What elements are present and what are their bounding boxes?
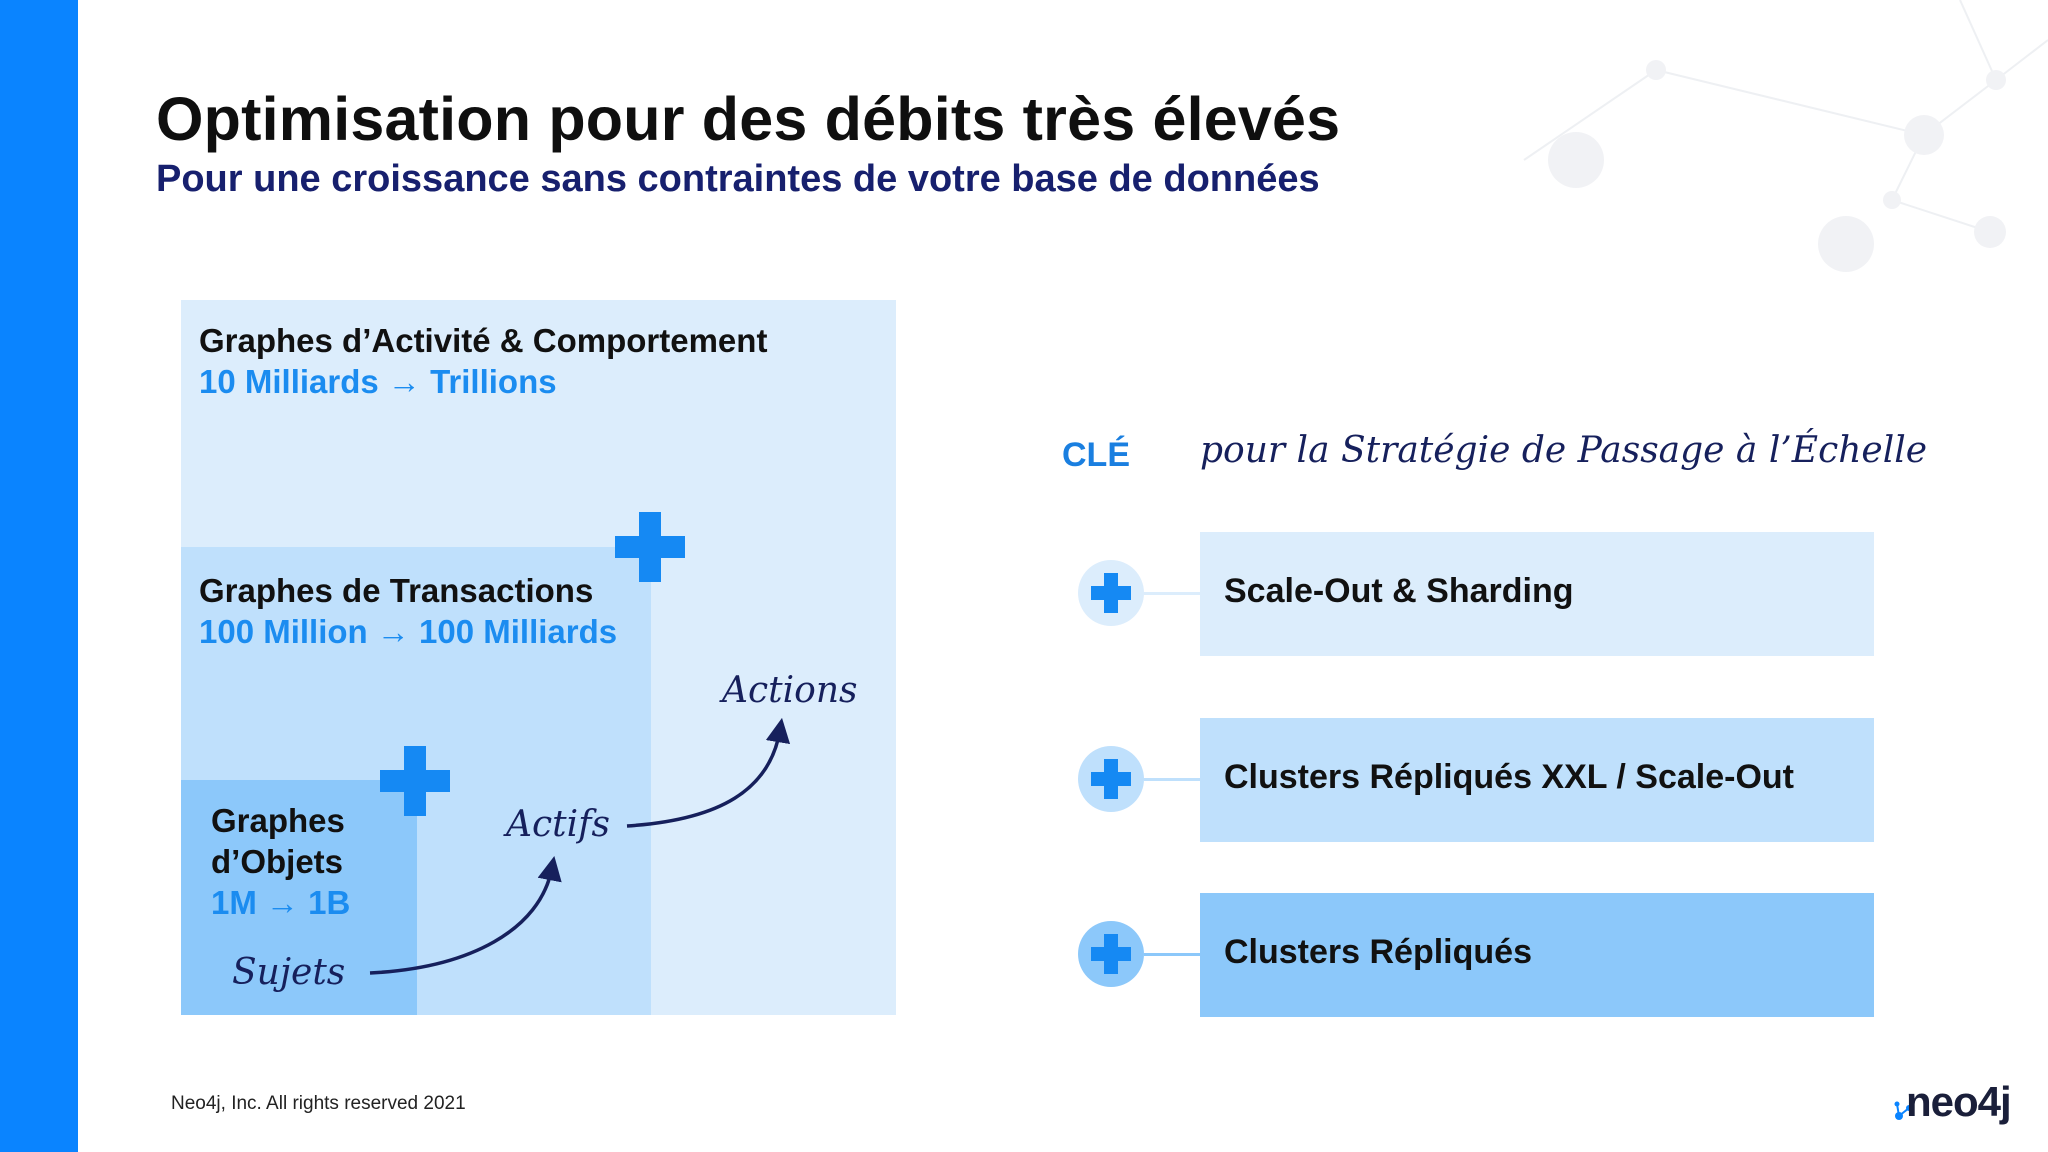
key-item-clusters-xxl: Clusters Répliqués XXL / Scale-Out — [1078, 718, 1874, 842]
key-item-box: Clusters Répliqués XXL / Scale-Out — [1200, 718, 1874, 842]
neo4j-logo-icon — [1894, 1101, 1912, 1120]
connector-line — [1144, 953, 1200, 956]
network-decoration — [1523, 0, 2048, 272]
plus-icon — [1078, 921, 1144, 987]
object-graph-range: 1M → 1B — [211, 884, 351, 921]
transaction-graph-title: Graphes de Transactions — [199, 572, 594, 609]
accent-side-bar — [0, 0, 78, 1152]
key-item-box: Scale-Out & Sharding — [1200, 532, 1874, 656]
key-item-scale-out-sharding: Scale-Out & Sharding — [1078, 532, 1874, 656]
key-item-label: Clusters Répliqués XXL / Scale-Out — [1224, 758, 1794, 796]
key-item-label: Clusters Répliqués — [1224, 933, 1532, 971]
plus-icon — [615, 512, 685, 582]
annotation-actifs: Actifs — [506, 804, 610, 845]
copyright-footer: Neo4j, Inc. All rights reserved 2021 — [171, 1093, 466, 1114]
annotation-sujets: Sujets — [232, 952, 346, 993]
key-description: pour la Stratégie de Passage à l’Échelle — [1200, 430, 1928, 471]
object-graph-title-line2: d’Objets — [211, 843, 344, 880]
plus-icon — [1078, 746, 1144, 812]
object-graph-title-line1: Graphes — [211, 802, 345, 839]
plus-icon — [380, 746, 450, 816]
slide-subtitle: Pour une croissance sans contraintes de … — [156, 158, 1320, 200]
transaction-graph-range: 100 Million → 100 Milliards — [199, 613, 618, 650]
connector-line — [1144, 778, 1200, 781]
key-item-box: Clusters Répliqués — [1200, 893, 1874, 1017]
neo4j-logo: neo4j — [1906, 1078, 2012, 1125]
key-label: CLÉ — [1062, 436, 1130, 474]
key-item-clusters: Clusters Répliqués — [1078, 893, 1874, 1017]
key-item-label: Scale-Out & Sharding — [1224, 572, 1574, 610]
connector-line — [1144, 592, 1200, 595]
annotation-actions: Actions — [722, 670, 858, 711]
activity-graph-range: 10 Milliards → Trillions — [199, 363, 557, 400]
plus-icon — [1078, 560, 1144, 626]
slide-title: Optimisation pour des débits très élevés — [156, 85, 1341, 153]
activity-graph-title: Graphes d’Activité & Comportement — [199, 322, 768, 359]
